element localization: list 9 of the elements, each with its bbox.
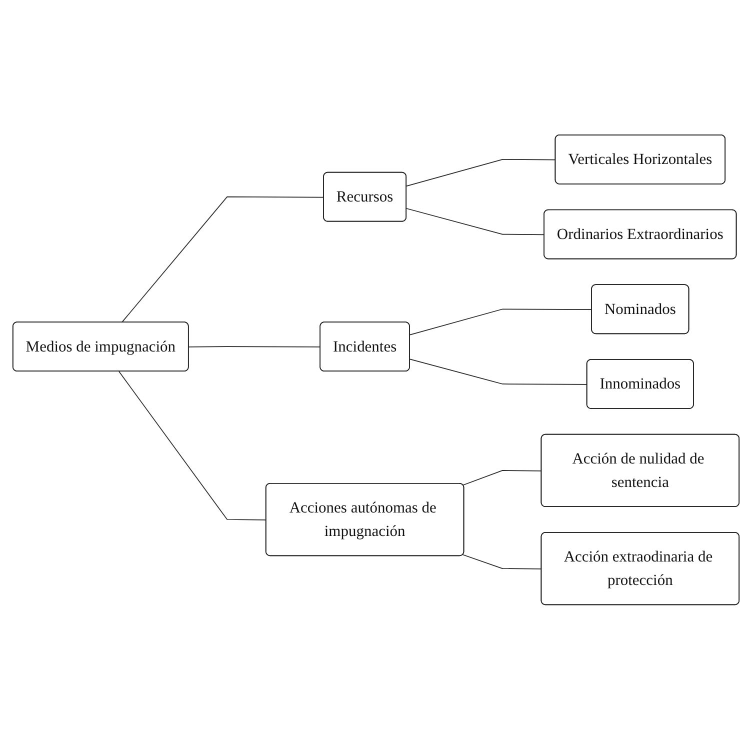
connector bbox=[118, 371, 266, 521]
connector bbox=[409, 358, 588, 386]
connector bbox=[406, 208, 544, 236]
connector bbox=[409, 308, 592, 336]
connector bbox=[462, 470, 542, 486]
connector bbox=[406, 159, 556, 187]
connector bbox=[462, 554, 542, 570]
connector bbox=[120, 196, 324, 324]
connector bbox=[188, 346, 320, 348]
